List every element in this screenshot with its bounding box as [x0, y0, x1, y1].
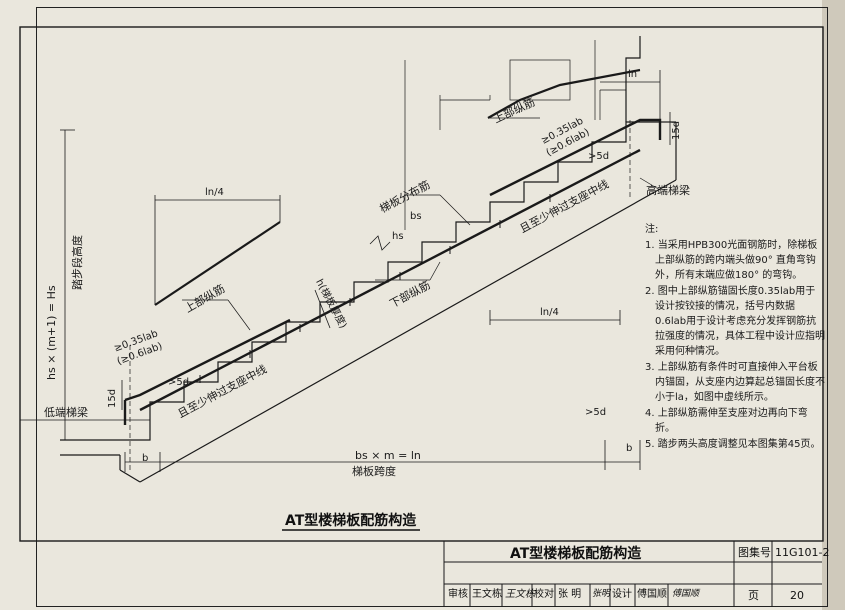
upper-rebar-left-ext — [154, 221, 281, 306]
drawing-frame — [36, 7, 828, 607]
drawing-caption: AT型楼梯板配筋构造 — [285, 513, 417, 529]
span-formula: bs × m = ln — [355, 449, 421, 462]
review-signature: 王文栋 — [505, 589, 535, 600]
check-label: 校对 — [534, 589, 554, 600]
ln4-top-label: ln/4 — [205, 187, 224, 198]
high-beam-label: 高端梯梁 — [646, 184, 690, 197]
note-item: 3. 上部纵筋有条件时可直接伸入平台板内锚固，从支座内边算起总锚固长度不小于la… — [645, 362, 825, 403]
note-item: 1. 当采用HPB300光面钢筋时，除梯板上部纵筋的跨内端头做90° 直角弯钩外… — [645, 240, 818, 281]
note-item: 4. 上部纵筋需伸至支座对边再向下弯折。 — [645, 408, 808, 434]
slab-bottom-line — [139, 179, 677, 483]
design-signature: 傅国顺 — [672, 589, 700, 599]
d5-bottom-label: >5d — [585, 407, 607, 418]
b-left-label: b — [142, 453, 149, 464]
drawing-border — [19, 26, 824, 542]
ln-label: ln — [628, 69, 638, 80]
d15-top-label: 15d — [671, 120, 682, 140]
design-label: 设计 — [612, 589, 632, 600]
notes-block: 注: 1. 当采用HPB300光面钢筋时，除梯板上部纵筋的跨内端头做90° 直角… — [645, 222, 825, 453]
title-block-title: AT型楼梯板配筋构造 — [510, 546, 642, 562]
note-item: 5. 踏步两头高度调整见本图集第45页。 — [645, 439, 821, 450]
page-no: 20 — [790, 589, 804, 602]
d5-top-label: >5d — [588, 151, 610, 162]
bs-label: bs — [410, 211, 422, 222]
note-item: 2. 图中上部纵筋锚固长度0.35lab用于设计按铰接的情况，括号内数据0.6l… — [645, 286, 825, 357]
atlas-no: 11G101-2 — [775, 546, 830, 559]
height-formula: hs × (m+1) = Hs — [45, 285, 58, 380]
upper-rebar-top — [489, 118, 662, 197]
notes-title: 注: — [645, 224, 659, 235]
page-label: 页 — [748, 589, 759, 602]
span-label: 梯板跨度 — [352, 465, 396, 478]
review-name: 王文栋 — [472, 589, 502, 600]
design-name: 傅国顺 — [637, 589, 667, 600]
upper-rebar-left — [124, 318, 291, 402]
review-label: 审核 — [448, 589, 468, 600]
ln4-bottom-label: ln/4 — [540, 307, 559, 318]
check-signature: 张明 — [592, 589, 611, 599]
b-right-label: b — [626, 443, 633, 454]
low-beam-top — [60, 422, 151, 441]
upper-rebar-top-ext — [487, 68, 641, 119]
check-name: 张 明 — [558, 589, 582, 600]
height-label: 踏步段高度 — [71, 235, 84, 290]
atlas-label: 图集号 — [738, 546, 771, 559]
low-beam-label: 低端梯梁 — [44, 406, 88, 419]
d5-left-label: >5d — [168, 377, 190, 388]
hs-label: hs — [392, 231, 404, 242]
d15-left-label: 15d — [107, 388, 118, 408]
